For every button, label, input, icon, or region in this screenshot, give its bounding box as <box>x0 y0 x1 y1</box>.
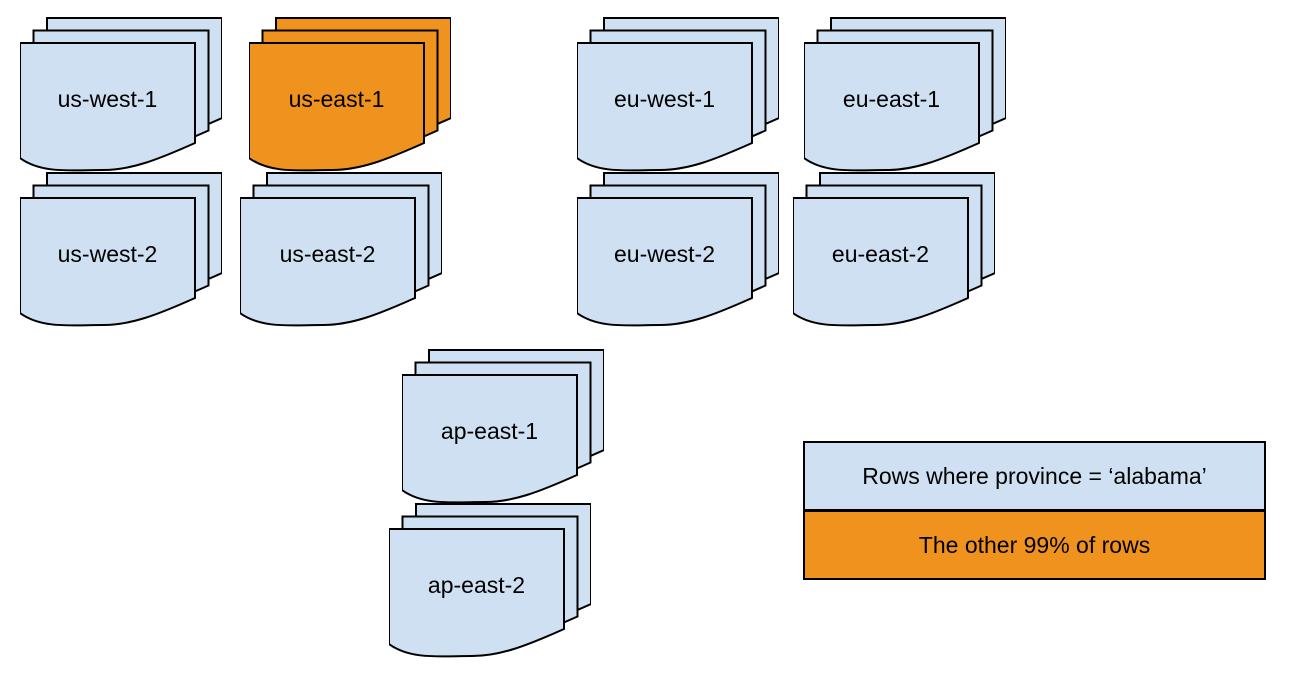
region-label-us-west-1: us-west-1 <box>57 86 158 112</box>
document-stack-shape <box>402 349 604 504</box>
document-stack-shape <box>249 17 451 172</box>
legend-item-alabama-rows: Rows where province = ‘alabama’ <box>805 443 1264 512</box>
region-stack-us-west-1: us-west-1 <box>20 17 222 174</box>
region-label-us-east-1: us-east-1 <box>288 86 385 112</box>
document-stack-shape <box>389 503 591 658</box>
region-label-ap-east-2: ap-east-2 <box>427 572 526 598</box>
legend-item-alabama-label: Rows where province = ‘alabama’ <box>862 462 1207 489</box>
document-stack-shape <box>20 17 222 172</box>
region-stack-eu-west-1: eu-west-1 <box>577 17 779 174</box>
region-label-eu-west-2: eu-west-2 <box>614 241 715 267</box>
region-label-eu-east-2: eu-east-2 <box>831 241 930 267</box>
region-stack-eu-east-1: eu-east-1 <box>804 17 1006 174</box>
region-label-us-west-2: us-west-2 <box>57 241 158 267</box>
document-stack-shape <box>577 172 779 327</box>
region-stack-eu-east-2: eu-east-2 <box>793 172 995 329</box>
legend-item-other-label: The other 99% of rows <box>918 531 1151 558</box>
region-stack-ap-east-2: ap-east-2 <box>389 503 591 660</box>
region-label-us-east-2: us-east-2 <box>279 241 376 267</box>
document-stack-shape <box>793 172 995 327</box>
document-stack-shape <box>577 17 779 172</box>
document-stack-shape <box>804 17 1006 172</box>
legend: Rows where province = ‘alabama’ The othe… <box>803 441 1266 580</box>
region-stack-eu-west-2: eu-west-2 <box>577 172 779 329</box>
region-stack-ap-east-1: ap-east-1 <box>402 349 604 506</box>
region-stack-us-east-2: us-east-2 <box>240 172 442 329</box>
region-stack-us-west-2: us-west-2 <box>20 172 222 329</box>
region-stack-us-east-1: us-east-1 <box>249 17 451 174</box>
region-label-eu-west-1: eu-west-1 <box>614 86 715 112</box>
document-stack-shape <box>20 172 222 327</box>
document-stack-shape <box>240 172 442 327</box>
region-label-ap-east-1: ap-east-1 <box>440 418 539 444</box>
legend-item-other-rows: The other 99% of rows <box>805 512 1264 578</box>
region-label-eu-east-1: eu-east-1 <box>842 86 941 112</box>
